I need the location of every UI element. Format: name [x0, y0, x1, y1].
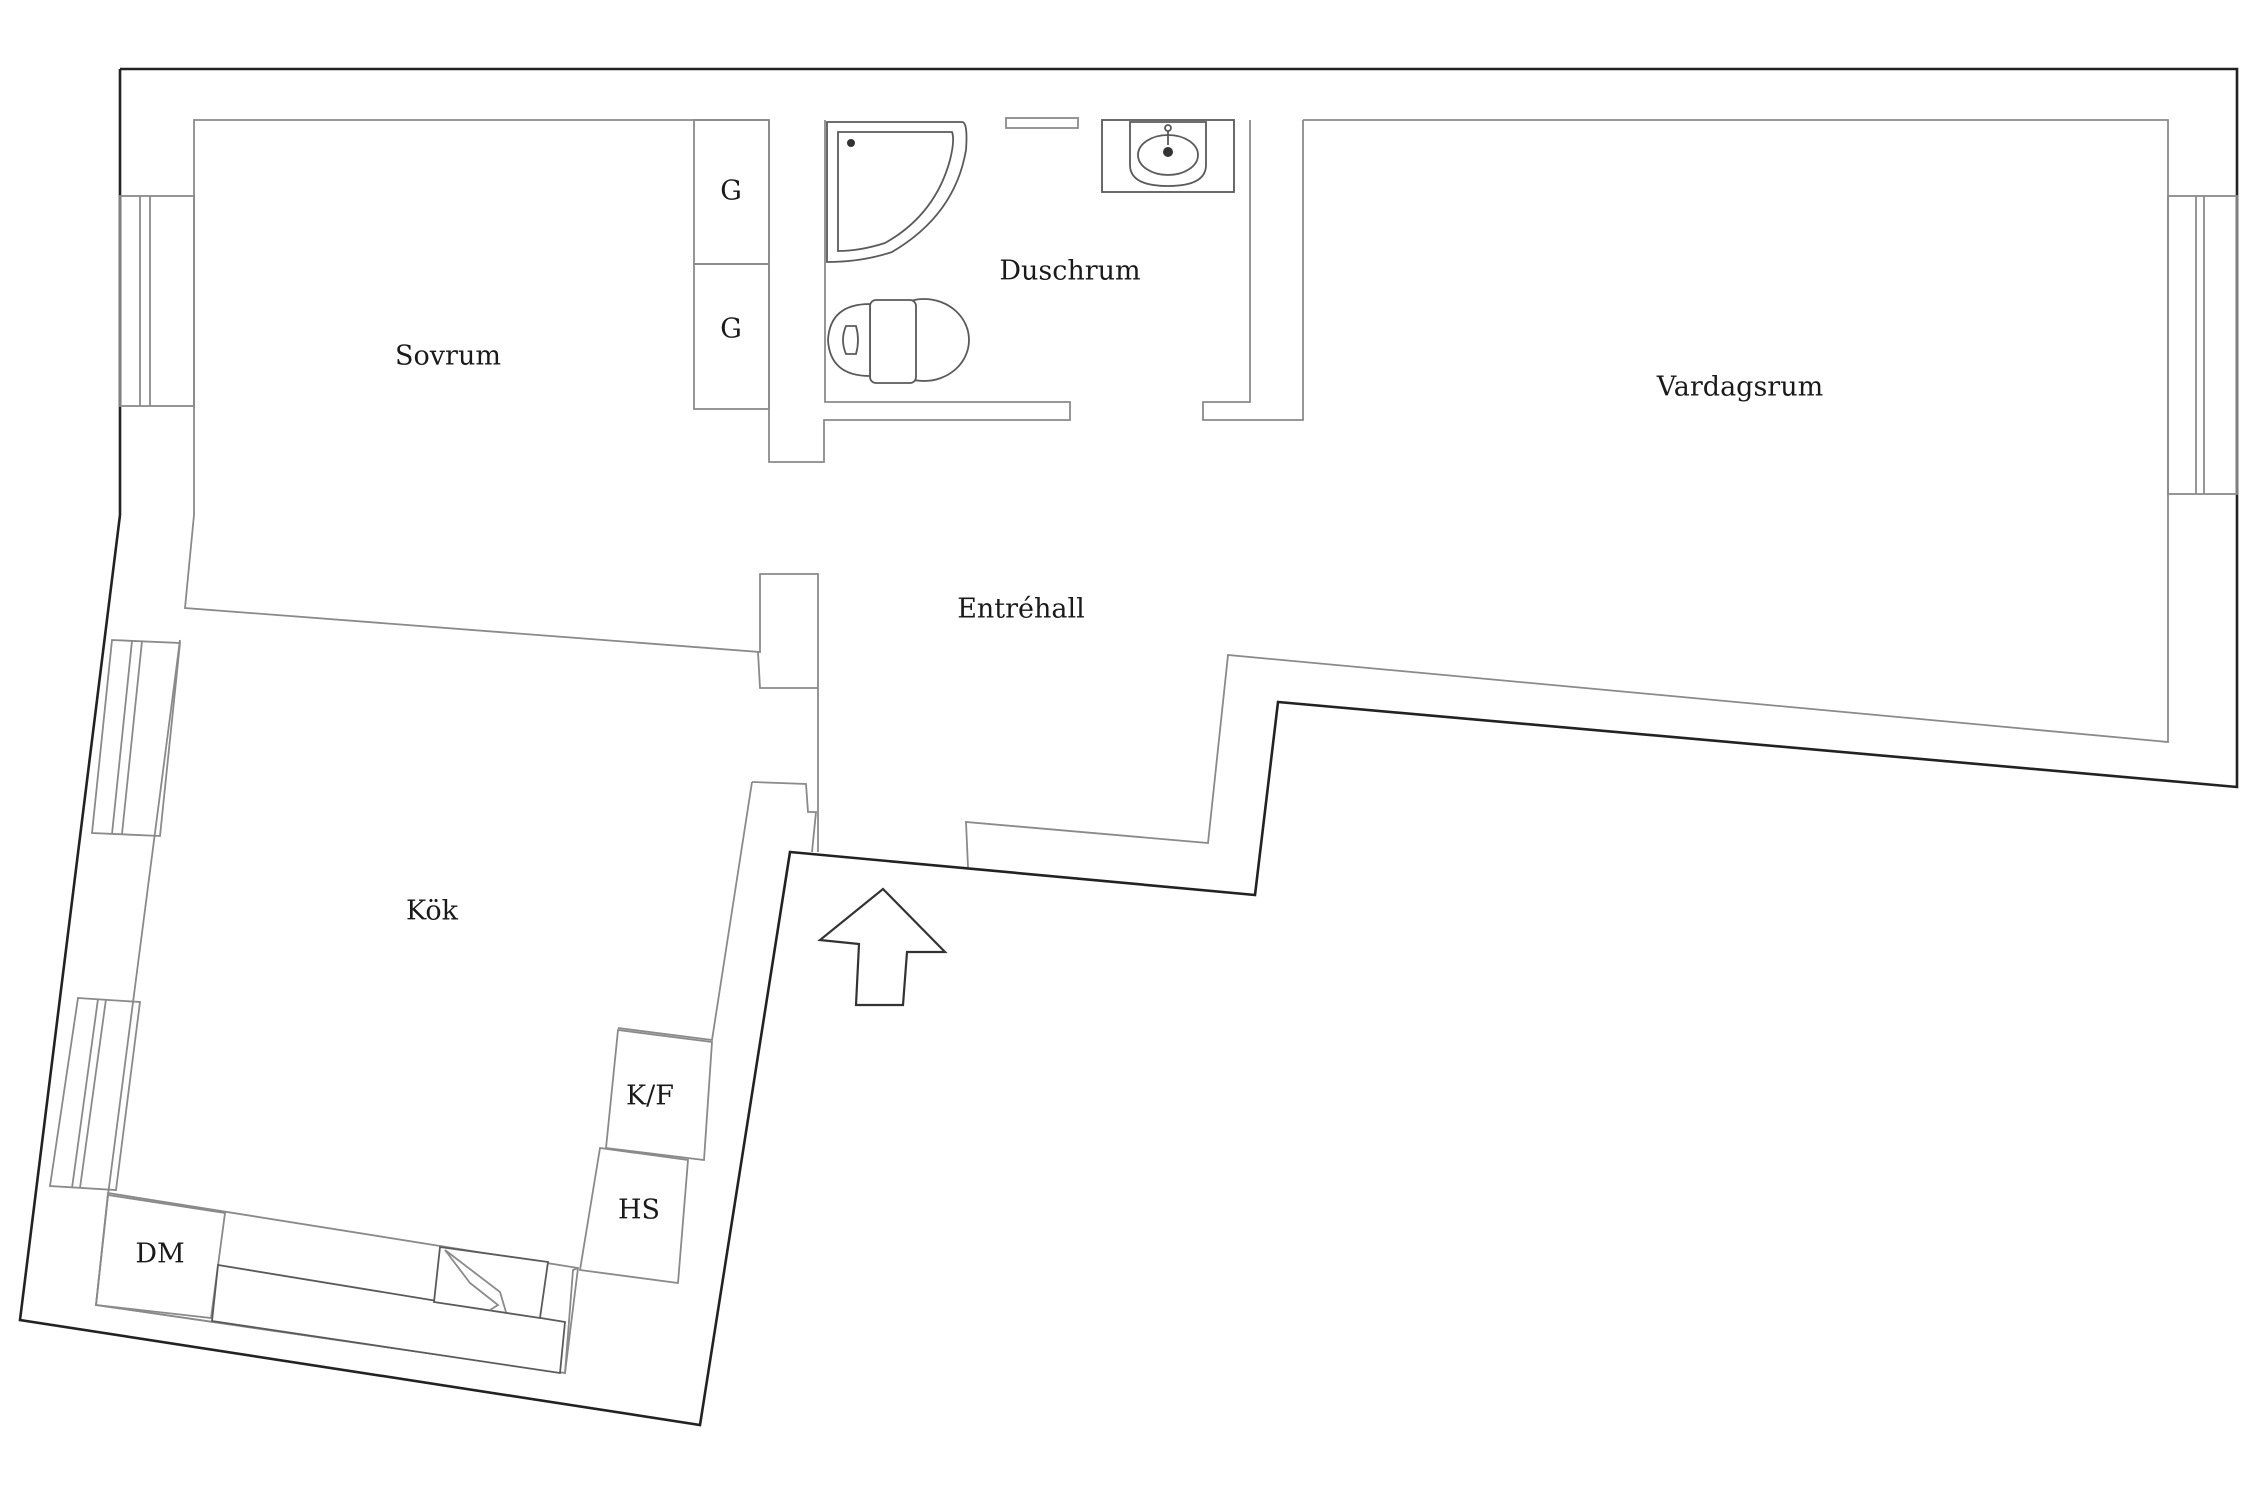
entrance-arrow-icon [817, 887, 948, 1007]
window-bedroom [119, 195, 195, 407]
fridge-freezer-label: K/F [626, 1081, 674, 1112]
bathroom-vent [1005, 117, 1079, 129]
fridge-freezer-box [605, 1028, 713, 1162]
sink-icon [1101, 119, 1235, 193]
room-label-kitchen: Kök [406, 896, 459, 927]
bathroom-wall-outline [768, 120, 1071, 463]
window-kitchen-upper [91, 639, 181, 837]
window-living-room [2167, 195, 2238, 495]
room-label-entrance-hall: Entréhall [957, 594, 1085, 625]
living-room-wall-outline [965, 119, 2169, 868]
closet-label-lower: G [720, 314, 742, 345]
kitchen-counter [95, 1028, 713, 1375]
closets [693, 119, 770, 410]
shower-icon [826, 121, 968, 263]
window-kitchen-lower [48, 997, 142, 1191]
kitchen-partition [617, 781, 753, 1042]
windows [48, 195, 2238, 1191]
toilet-icon [827, 298, 970, 384]
closet-lower-box [693, 263, 770, 410]
inner-walls [95, 117, 2169, 1375]
tall-cupboard-box [578, 1146, 689, 1285]
dishwasher-box [95, 1193, 227, 1319]
room-label-bedroom: Sovrum [395, 341, 501, 372]
room-label-shower-room: Duschrum [999, 256, 1140, 287]
bathroom-right-wall [1202, 120, 1304, 421]
tall-cupboard-label: HS [618, 1195, 660, 1226]
room-label-living-room: Vardagsrum [1656, 372, 1823, 403]
kitchen-right-wall [751, 781, 817, 853]
closet-label-upper: G [720, 176, 742, 207]
stove-icon [433, 1245, 550, 1320]
dishwasher-label: DM [135, 1239, 184, 1270]
